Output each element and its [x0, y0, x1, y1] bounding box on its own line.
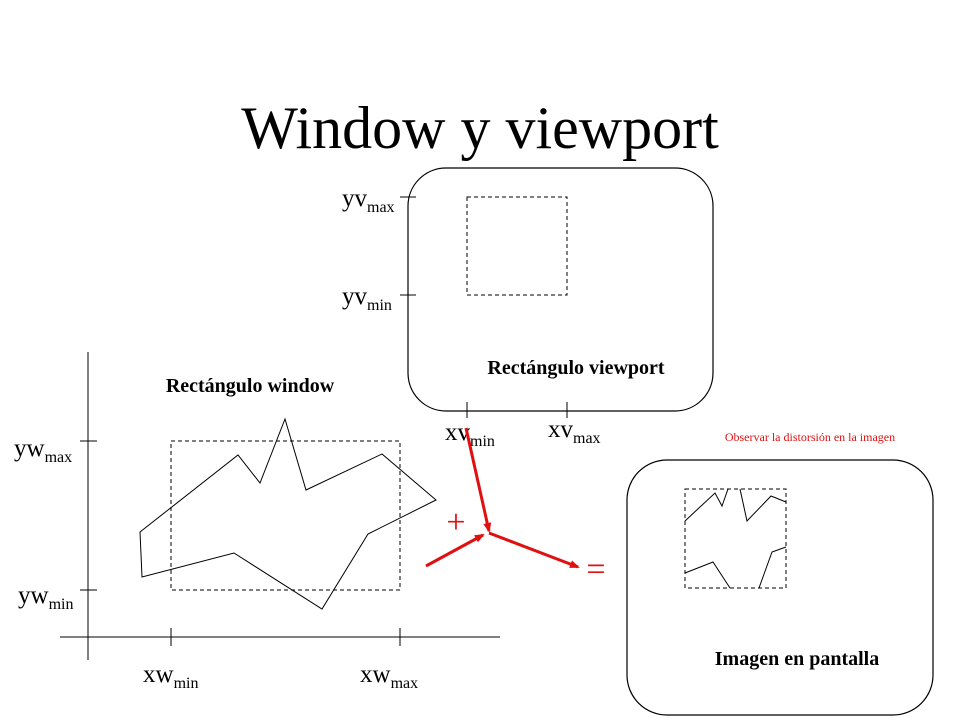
clipped-polygon-bottom: [684, 561, 731, 589]
viewport-caption: Rectángulo viewport: [487, 357, 665, 379]
screen-panel: Observar la distorsión en la imagen Imag…: [626, 430, 934, 716]
viewport-ymax-label: yvmax: [342, 185, 395, 216]
window-rectangle: [170, 440, 401, 591]
clipped-polygon-left: [684, 488, 729, 522]
arrow-to-screen: [488, 531, 580, 569]
window-panel: ywmax ywmin xwmin xwmax Rectángulo windo…: [14, 352, 500, 692]
window-ymax-label: ywmax: [14, 435, 72, 466]
plus-sign: +: [446, 504, 465, 541]
window-ymin-label: ywmin: [18, 582, 73, 613]
screen-frame: [626, 459, 934, 716]
world-polygon: [139, 417, 437, 610]
arrow-from-viewport: [464, 427, 492, 533]
viewport-frame: [407, 167, 714, 412]
clipped-polygon-right: [758, 546, 787, 589]
arrow-from-window: [425, 533, 485, 568]
equals-sign: =: [586, 551, 605, 588]
viewport-rectangle: [466, 196, 568, 296]
viewport-panel: yvmax yvmin xvmin xvmax Rectángulo viewp…: [342, 167, 714, 450]
window-xmax-label: xwmax: [360, 661, 418, 692]
distortion-note: Observar la distorsión en la imagen: [725, 430, 895, 444]
window-xmin-label: xwmin: [143, 661, 198, 692]
transform-arrows: + =: [425, 427, 606, 588]
screen-viewport-rectangle: [684, 488, 787, 589]
clipped-polygon-mid: [739, 488, 787, 523]
viewport-xmax-label: xvmax: [548, 416, 601, 447]
page-title: Window y viewport: [241, 95, 719, 161]
window-caption: Rectángulo window: [166, 375, 335, 397]
screen-caption: Imagen en pantalla: [715, 648, 879, 670]
viewport-ymin-label: yvmin: [342, 283, 392, 314]
